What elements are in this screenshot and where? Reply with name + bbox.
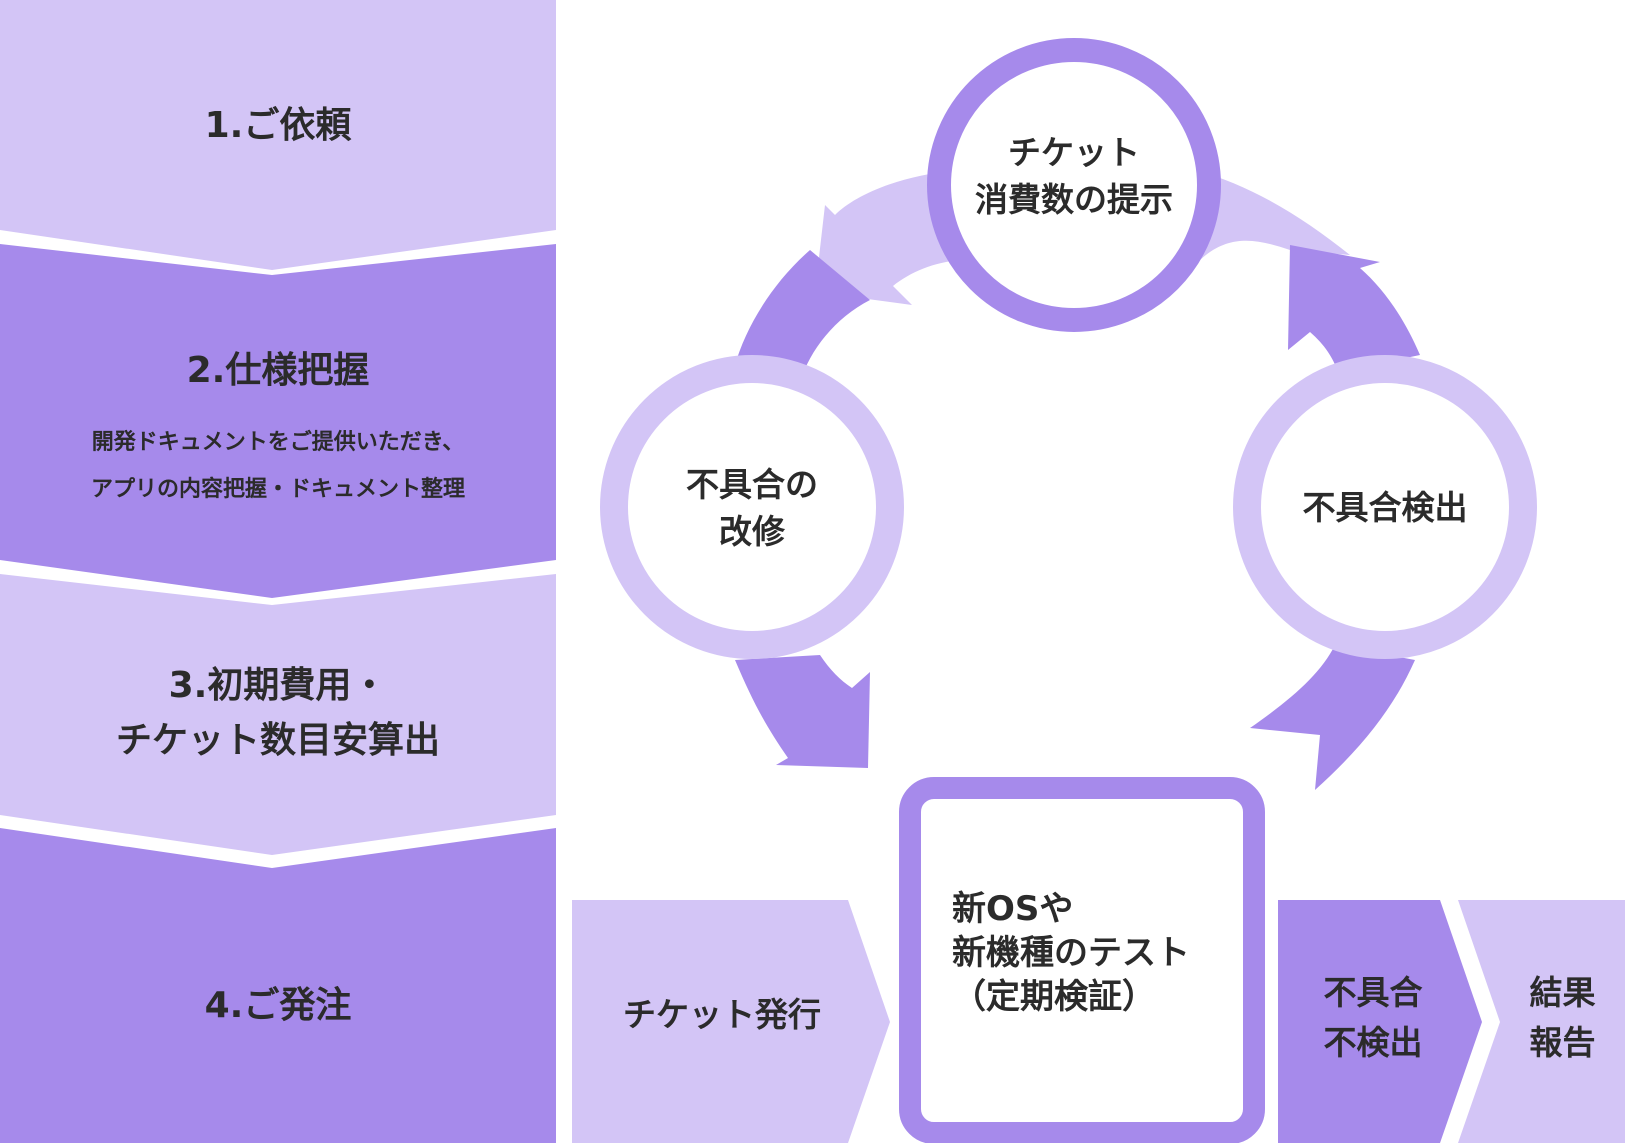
- circle-defect-fix: [600, 355, 904, 659]
- step-4-title: 4.ご発注: [204, 985, 352, 1026]
- step-1-title: 1.ご依頼: [204, 105, 352, 146]
- arrow-right-to-top: [1288, 245, 1420, 372]
- step-1-band: [0, 0, 556, 270]
- test-box-line-3: （定期検証）: [952, 977, 1156, 1017]
- cycle-right-label: 不具合検出: [1302, 488, 1468, 527]
- step-4-band: [0, 828, 556, 1143]
- ticket-issue-label: チケット発行: [623, 995, 821, 1034]
- circle-ticket-consumption: [927, 38, 1221, 332]
- arrow-top-to-left: [815, 170, 960, 305]
- arrow-top-to-right: [1195, 170, 1350, 260]
- test-box-line-2: 新機種のテスト: [952, 933, 1190, 973]
- step-2-band: [0, 244, 556, 598]
- arrow-left-top-arc: [735, 250, 870, 382]
- cycle-left-line-2: 改修: [719, 512, 785, 551]
- test-box: [899, 777, 1265, 1143]
- no-defect-line-1: 不具合: [1323, 973, 1423, 1012]
- arrow-left-to-bottom: [735, 655, 870, 768]
- no-defect-line-2: 不検出: [1323, 1023, 1423, 1062]
- step-2-title: 2.仕様把握: [186, 350, 370, 391]
- cycle-top-line-2: 消費数の提示: [975, 180, 1173, 219]
- cycle-left-line-1: 不具合の: [686, 465, 818, 504]
- step-3-title-line-1: 3.初期費用・: [168, 665, 388, 706]
- step-2-desc-line-2: アプリの内容把握・ドキュメント整理: [90, 477, 465, 502]
- ticket-issue-chevron: [572, 900, 890, 1143]
- step-3-band: [0, 574, 556, 855]
- result-line-2: 報告: [1529, 1023, 1596, 1062]
- arrow-right-to-bottom: [1250, 645, 1415, 790]
- test-box-line-1: 新OSや: [952, 889, 1074, 929]
- cycle-top-line-1: チケット: [1008, 133, 1140, 172]
- no-defect-chevron: [1278, 900, 1482, 1143]
- step-2-desc-line-1: 開発ドキュメントをご提供いただき、: [91, 430, 465, 455]
- result-chevron: [1458, 900, 1625, 1143]
- result-line-1: 結果: [1529, 973, 1596, 1012]
- step-3-title-line-2: チケット数目安算出: [115, 720, 440, 761]
- circle-defect-detect: [1233, 355, 1537, 659]
